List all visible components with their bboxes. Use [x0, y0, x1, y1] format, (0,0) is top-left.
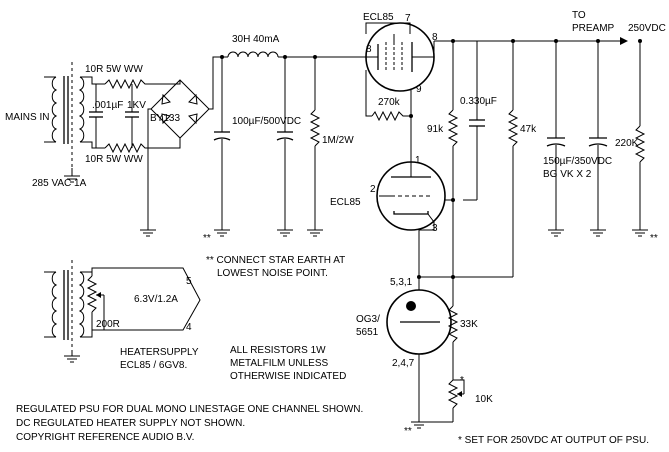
resistor-33k [447, 277, 459, 380]
star-earth-note-2: LOWEST NOISE POINT. [217, 268, 328, 279]
filter-cap-1 [213, 57, 231, 237]
resistor-10r-top-label: 10R 5W WW [85, 64, 143, 75]
resistor-47k [507, 41, 519, 277]
pot-10k-label: 10K [475, 394, 493, 405]
heater-voltage-label: 6.3V/1.2A [134, 294, 178, 305]
pin1-label: 1 [415, 155, 421, 166]
resistor-33k-label: 33K [460, 319, 478, 330]
gnd-note-marker-1: ** [203, 233, 211, 244]
filter-cap-2 [276, 57, 294, 237]
resistor-note-3: OTHERWISE INDICATED [230, 371, 346, 382]
gnd-note-marker-2: ** [650, 233, 658, 244]
heater-transformer [44, 260, 85, 363]
output-cap-1 [546, 41, 566, 237]
mains-transformer [44, 62, 85, 183]
heater-pot-label: 200R [96, 319, 120, 330]
star-earth-note-1: ** CONNECT STAR EARTH AT [206, 255, 345, 266]
heater-pin5-label: 5 [186, 276, 192, 287]
ref-pins-bottom-label: 2,4,7 [392, 358, 415, 369]
filter-cap-label: 100µF/500VDC [232, 116, 301, 127]
to-preamp-label-2: PREAMP [572, 23, 615, 34]
pin8a-label: 8 [366, 44, 372, 55]
ref-name-label-1: OG3/ [356, 314, 380, 325]
coupling-cap-label: 0.330µF [460, 96, 497, 107]
ground-symbol [411, 421, 427, 429]
snubber-cap-right [125, 84, 139, 148]
heater-pot [86, 268, 105, 330]
tube-bottom-label: ECL85 [330, 197, 361, 208]
resistor-note-1: ALL RESISTORS 1W [230, 345, 326, 356]
pin3-label: 3 [432, 223, 438, 234]
resistor-220k-label: 220K [615, 138, 639, 149]
output-voltage-label: 250VDC [628, 23, 666, 34]
resistor-10r-bottom [104, 142, 155, 154]
heater-pin4-label: 4 [186, 322, 192, 333]
to-preamp-label-1: TO [572, 10, 586, 21]
og3-reference-tube [386, 289, 452, 355]
ground-symbol [140, 229, 156, 237]
choke-label: 30H 40mA [232, 34, 280, 45]
bridge-rectifier [150, 79, 210, 139]
footer-line-3: COPYRIGHT REFERENCE AUDIO B.V. [16, 432, 194, 443]
resistor-91k [447, 41, 459, 270]
pin8b-label: 8 [432, 32, 438, 43]
coupling-cap-0330 [463, 41, 485, 201]
resistor-91k-label: 91k [427, 124, 444, 135]
transformer-rating-label: 285 VAC 1A [32, 178, 87, 189]
resistor-220k [632, 41, 648, 237]
output-cap-label-1: 150µF/350VDC [543, 156, 612, 167]
trim-pot-10k [419, 379, 465, 423]
pin7-label: 7 [405, 13, 411, 24]
resistor-270k-label: 270k [378, 97, 401, 108]
choke [227, 51, 364, 58]
mains-in-label: MAINS IN [5, 112, 49, 123]
heater-supply-label-1: HEATERSUPPLY [120, 347, 199, 358]
pot-star-label: * [460, 375, 464, 386]
pin9-label: 9 [416, 84, 422, 95]
rectifier-label: BY133 [150, 113, 180, 124]
resistor-note-2: METALFILM UNLESS [230, 358, 328, 369]
tube-top-label: ECL85 [363, 12, 394, 23]
snubber-cap-voltage: 1KV [127, 100, 146, 111]
resistor-10r-top [104, 78, 155, 90]
resistor-270k [371, 110, 411, 122]
snubber-cap-value: .001µF [92, 100, 123, 111]
output-cap-label-2: BG VK X 2 [543, 169, 592, 180]
resistor-10r-bottom-label: 10R 5W WW [85, 154, 143, 165]
footer-line-1: REGULATED PSU FOR DUAL MONO LINESTAGE ON… [16, 404, 363, 415]
heater-supply-label-2: ECL85 / 6GV8. [120, 360, 187, 371]
bleeder-resistor [307, 57, 323, 237]
snubber-cap-left [89, 84, 103, 148]
ref-name-label-2: 5651 [356, 327, 379, 338]
footer-note: * SET FOR 250VDC AT OUTPUT OF PSU. [458, 435, 649, 446]
resistor-47k-label: 47k [520, 124, 537, 135]
bleeder-label: 1M/2W [322, 135, 354, 146]
footer-line-2: DC REGULATED HEATER SUPPLY NOT SHOWN. [16, 418, 245, 429]
pin2-label: 2 [370, 184, 376, 195]
gnd-note-marker-3: ** [404, 426, 412, 437]
ref-pins-top-label: 5,3,1 [390, 277, 413, 288]
output-cap-2 [588, 41, 608, 237]
